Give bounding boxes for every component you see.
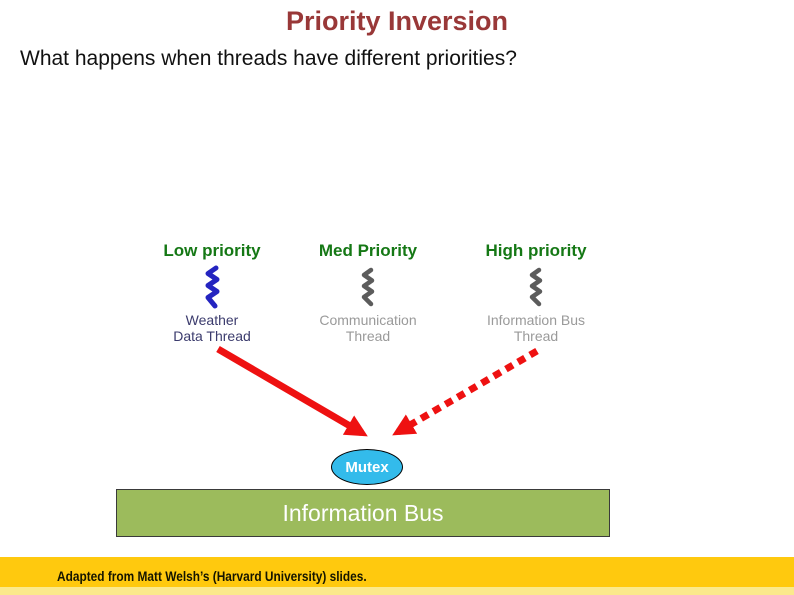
mutex-label: Mutex <box>345 458 389 476</box>
priority-label-med: Med Priority <box>318 241 418 260</box>
footer-attribution: Adapted from Matt Welsh’s (Harvard Unive… <box>57 568 367 584</box>
priority-label-low: Low priority <box>163 241 261 260</box>
thread-label-weather-data: Weather Data Thread <box>127 312 297 344</box>
column-med-priority: Med Priority Communication Thread <box>283 241 453 344</box>
thread-label-communication: Communication Thread <box>283 312 453 344</box>
thread-label-information-bus: Information Bus Thread <box>451 312 621 344</box>
mutex-node: Mutex <box>331 449 403 485</box>
thread-squiggle-icon-med <box>283 263 453 311</box>
thread-label-line2: Thread <box>345 328 391 344</box>
thread-label-line1: Communication <box>319 312 417 328</box>
slide-title: Priority Inversion <box>285 6 509 36</box>
thread-squiggle-icon-low <box>127 263 297 311</box>
information-bus-node: Information Bus <box>116 489 610 537</box>
column-high-priority: High priority Information Bus Thread <box>451 241 621 344</box>
thread-label-line2: Data Thread <box>173 328 251 344</box>
thread-label-line1: Weather <box>185 312 239 328</box>
thread-squiggle-icon-high <box>451 263 621 311</box>
footer-gold-bar: Adapted from Matt Welsh’s (Harvard Unive… <box>0 557 794 587</box>
footer-gold-bar-light-edge <box>0 587 794 595</box>
priority-label-high: High priority <box>485 241 587 260</box>
dashed-arrow-high-to-mutex <box>392 347 539 436</box>
solid-arrow-low-to-mutex <box>216 345 368 437</box>
thread-label-line1: Information Bus <box>486 312 586 328</box>
thread-label-line2: Thread <box>513 328 559 344</box>
column-low-priority: Low priority Weather Data Thread <box>127 241 297 344</box>
information-bus-label: Information Bus <box>282 499 444 526</box>
slide-subtitle: What happens when threads have different… <box>20 47 517 70</box>
